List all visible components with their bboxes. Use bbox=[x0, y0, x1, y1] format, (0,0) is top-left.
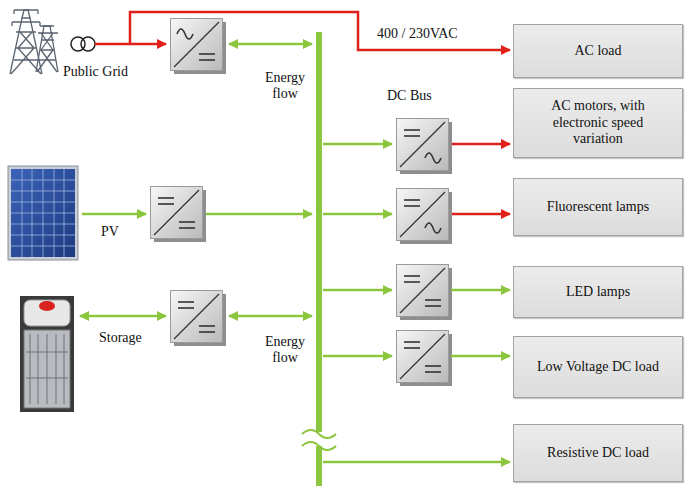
load-box: AC load bbox=[513, 24, 683, 78]
load-text: AC motors, with electronic speed variati… bbox=[536, 98, 660, 148]
text-label: DC Bus bbox=[386, 88, 433, 104]
text-label: Energy flow bbox=[257, 70, 313, 102]
dc-dc-converter bbox=[397, 331, 453, 387]
text-label: 400 / 230VAC bbox=[376, 26, 459, 42]
text-label: Public Grid bbox=[62, 64, 129, 80]
load-text: AC load bbox=[574, 43, 621, 60]
battery-icon bbox=[20, 296, 74, 412]
load-box: Resistive DC load bbox=[513, 424, 683, 482]
transformer-symbol bbox=[71, 37, 95, 51]
load-text: Fluorescent lamps bbox=[547, 199, 649, 216]
ac-dc-converter bbox=[171, 19, 227, 75]
pv-panel-icon bbox=[8, 166, 78, 260]
text-label: PV bbox=[100, 224, 120, 240]
load-box: Fluorescent lamps bbox=[513, 178, 683, 236]
pylon-icon bbox=[10, 10, 58, 74]
load-text: LED lamps bbox=[566, 284, 630, 301]
load-text: Resistive DC load bbox=[547, 445, 649, 462]
dc-dc-converter bbox=[171, 291, 227, 347]
dc-dc-converter bbox=[397, 265, 453, 321]
dc-ac-converter bbox=[397, 119, 453, 175]
text-label: Storage bbox=[98, 330, 143, 346]
dc-wires bbox=[80, 44, 510, 462]
text-label: Energy flow bbox=[257, 334, 313, 366]
ac-wires bbox=[95, 12, 510, 214]
load-box: Low Voltage DC load bbox=[513, 336, 683, 398]
load-text: Low Voltage DC load bbox=[537, 359, 659, 376]
load-box: AC motors, with electronic speed variati… bbox=[513, 88, 683, 158]
dc-ac-converter bbox=[397, 189, 453, 245]
load-box: LED lamps bbox=[513, 266, 683, 318]
dc-dc-converter bbox=[151, 187, 207, 243]
